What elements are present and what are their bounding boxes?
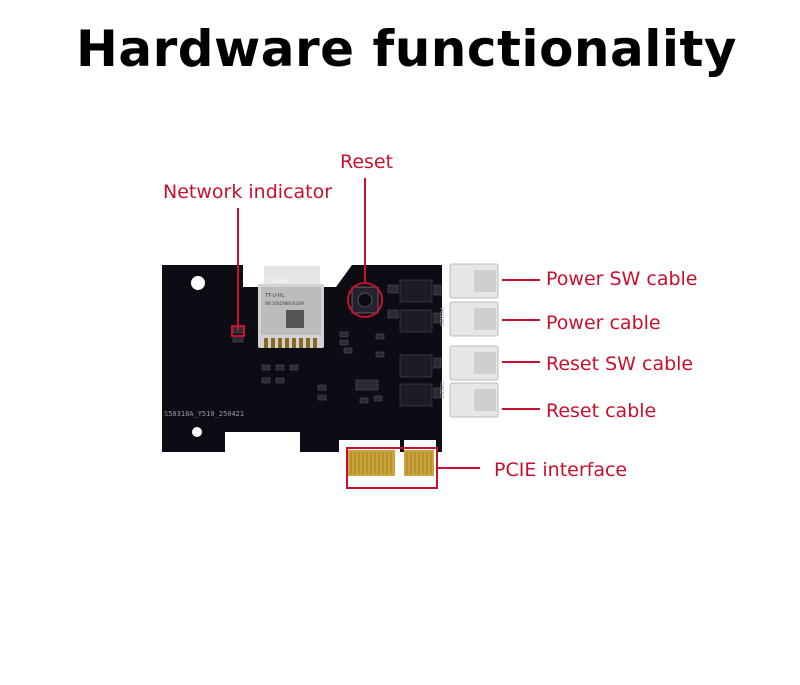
channel-chips [399,279,433,407]
wifi-module: TI-U-HL TT-U-HL SN:1001988G020M [258,278,324,348]
silkscreen-text: S50318A_Y510_250421 [164,410,244,418]
reset-button [351,286,379,314]
label-reset-sw-cable: Reset SW cable [546,353,694,375]
qr-code [286,310,304,328]
pcie-marker [346,447,438,489]
silkscreen-text: POWER [438,308,444,327]
label-pcie-interface: PCIE interface [494,459,628,481]
label-network-indicator: Network indicator [163,181,333,203]
reset-marker [347,282,383,318]
mounting-hole [192,427,202,437]
header-connector [264,266,320,286]
mounting-hole [191,276,205,290]
label-power-sw-cable: Power SW cable [546,268,698,290]
network-indicator-marker [231,325,245,337]
module-text: TT-U-HL [264,293,285,299]
module-text: TI-U-HL [267,278,291,285]
pcie-gold-fingers [348,450,434,476]
label-reset-cable: Reset cable [546,400,657,422]
annotations [231,178,540,489]
silkscreen-text: RESET [438,382,444,399]
label-power-cable: Power cable [546,312,661,334]
label-reset: Reset [340,151,394,173]
page-title: Hardware functionality [76,20,738,78]
module-text: SN:1001988G020M [265,301,304,306]
